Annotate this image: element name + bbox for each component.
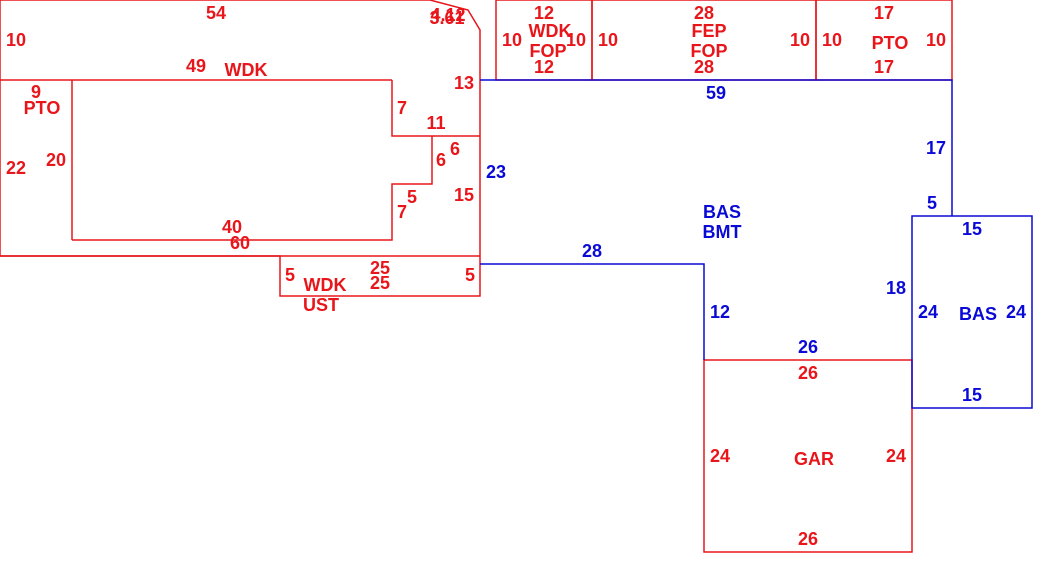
- dim-bas-top: 15: [962, 219, 982, 239]
- dim-wdk-top: 54: [206, 3, 226, 23]
- dim-gar-right: 24: [886, 446, 906, 466]
- dim-bmt-left: 23: [486, 162, 506, 182]
- label-gar: GAR: [794, 449, 834, 469]
- dim-bas-left: 24: [918, 302, 938, 322]
- dim-fep-top: 28: [694, 3, 714, 23]
- dim-pto-right: 20: [46, 150, 66, 170]
- dim-ust-right: 5: [465, 265, 475, 285]
- dim-inner-r6: 7: [397, 202, 407, 222]
- dim-wdkfop-top: 12: [534, 3, 554, 23]
- dim-ust-bottom: 25: [370, 273, 390, 293]
- dim-ust-top: 25: [370, 258, 390, 278]
- label-pto-right: PTO: [872, 33, 909, 53]
- label-pto-left: PTO: [24, 98, 61, 118]
- dim-wdkfop-left: 10: [502, 30, 522, 50]
- dim-bmt-drop: 12: [710, 302, 730, 322]
- dim-bmt-right-a: 17: [926, 138, 946, 158]
- inner-outline: [72, 80, 480, 241]
- dim-wdk-left: 10: [6, 30, 26, 50]
- dim-pto-r-left: 10: [822, 30, 842, 50]
- dim-wdk-bottom: 49: [186, 56, 206, 76]
- dim-wdk-angle-a: 4.12: [430, 5, 465, 25]
- dim-wdk-right: 13: [454, 73, 474, 93]
- dim-outer-bottom: 60: [230, 233, 250, 253]
- dim-inner-r5: 5: [407, 187, 417, 207]
- dim-bas-bottom: 15: [962, 385, 982, 405]
- dim-inner-r1: 7: [397, 98, 407, 118]
- dim-pto-left: 22: [6, 158, 26, 178]
- dim-bas-right: 24: [1006, 302, 1026, 322]
- label-wdk-fop-1: WDK: [529, 21, 572, 41]
- dim-wdkfop-right: 10: [566, 30, 586, 50]
- label-fep-fop-1: FEP: [691, 21, 726, 41]
- dim-fep-bottom: 28: [694, 57, 714, 77]
- dim-bmt-right-c: 18: [886, 278, 906, 298]
- dim-ust-left: 5: [285, 265, 295, 285]
- wdk-top-outline: [0, 0, 481, 297]
- label-wdk-ust-2: UST: [303, 295, 339, 315]
- dim-gar-left: 24: [710, 446, 730, 466]
- dim-bmt-bottom: 26: [798, 337, 818, 357]
- label-fep-fop-2: FOP: [690, 41, 727, 61]
- dim-fep-left: 10: [598, 30, 618, 50]
- label-bas-bmt-1: BAS: [703, 202, 741, 222]
- dim-inner-r3: 6: [450, 139, 460, 159]
- label-wdk-fop-2: FOP: [529, 41, 566, 61]
- label-bas: BAS: [959, 304, 997, 324]
- dim-pto-r-bottom: 17: [874, 57, 894, 77]
- label-wdk: WDK: [225, 60, 268, 80]
- dim-pto-r-right: 10: [926, 30, 946, 50]
- bas-bmt-outline: [480, 79, 1033, 409]
- label-bas-bmt-2: BMT: [703, 222, 742, 242]
- dim-bmt-right-b: 5: [927, 193, 937, 213]
- dim-bmt-top: 59: [706, 83, 726, 103]
- dim-fep-right: 10: [790, 30, 810, 50]
- dim-inner-bottom: 40: [222, 217, 242, 237]
- dim-gar-bottom: 26: [798, 529, 818, 549]
- dim-wdk-angle-b: 3.61: [429, 8, 464, 28]
- dim-pto-r-top: 17: [874, 3, 894, 23]
- dim-inner-r7: 15: [454, 185, 474, 205]
- dim-wdkfop-bottom: 12: [534, 57, 554, 77]
- dim-bmt-step: 28: [582, 241, 602, 261]
- dim-pto-top: 9: [31, 82, 41, 102]
- dim-gar-top: 26: [798, 363, 818, 383]
- label-wdk-ust-1: WDK: [304, 275, 347, 295]
- dim-inner-r2: 11: [426, 113, 445, 133]
- gar-outline: [703, 359, 913, 553]
- dim-inner-r4: 6: [436, 150, 446, 170]
